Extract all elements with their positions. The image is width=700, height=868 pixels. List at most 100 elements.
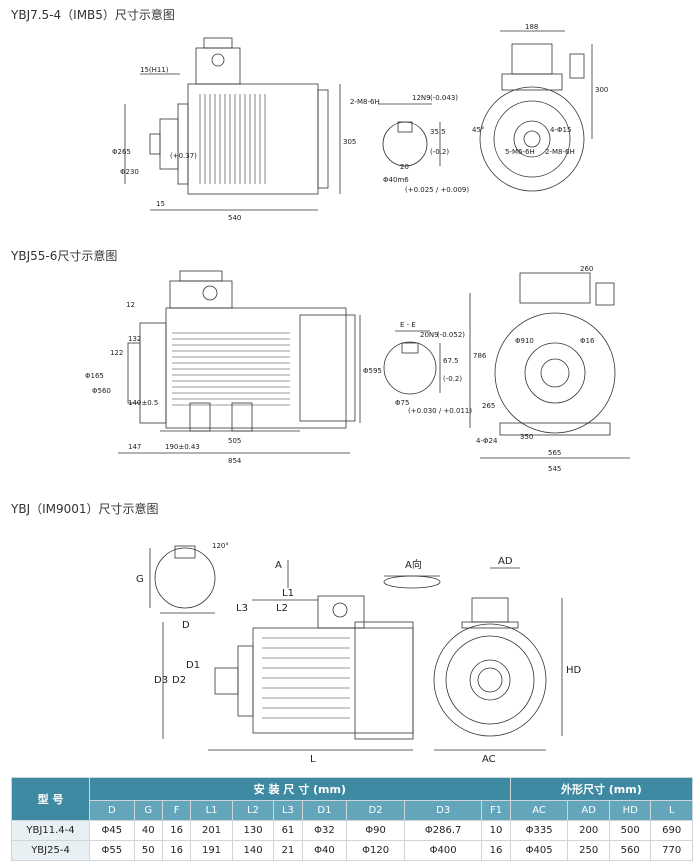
- s2-dim-g: 147: [128, 443, 141, 451]
- dim-thread: 2-M8-6H: [350, 98, 380, 106]
- s2-dim-w2: Φ16: [580, 337, 595, 345]
- s3-dimension-labels: G D 120° A A向 L1 L2 L3 D1 D2 D3 L AD AC …: [136, 542, 582, 765]
- table-cell: 50: [133, 840, 163, 861]
- col-header: F1: [481, 800, 511, 821]
- col-header: F: [161, 800, 192, 821]
- table-cell: 10: [481, 820, 511, 841]
- drawing-im9001: G D 120° A A向 L1 L2 L3 D1 D2 D3 L AD AC …: [136, 542, 582, 765]
- table-cell: Φ286.7: [403, 820, 483, 841]
- table-cell: 560: [608, 840, 652, 861]
- table-cell: 16: [161, 840, 192, 861]
- col-header: L2: [231, 800, 275, 821]
- table-cell: 16: [161, 820, 192, 841]
- dim-shaft-depth-tol: (-0.2): [430, 148, 449, 156]
- s3-dim-D3: D3: [154, 675, 168, 686]
- s2-dim-base-w3: 350: [520, 433, 533, 441]
- table-row: YBJ25-4 Φ55 50 16 191 140 21 Φ40 Φ120 Φ4…: [11, 840, 693, 861]
- dim-height: 305: [343, 138, 356, 146]
- s2-dim-k: Φ595: [363, 367, 382, 375]
- section-title-im9001: YBJ（IM9001）尺寸示意图: [11, 502, 159, 516]
- s2-dimension-labels: 12 132 122 Φ165 Φ560 140±0.5 147 190±0.4…: [85, 265, 595, 473]
- s2-dim-key: 20N9: [420, 331, 439, 339]
- col-header: D: [89, 800, 135, 821]
- col-header: G: [133, 800, 163, 821]
- dim-top-w: 188: [525, 24, 538, 31]
- table-cell: 61: [273, 820, 303, 841]
- s2-dim-a: 12: [126, 301, 135, 309]
- s2-dim-top-w: 260: [580, 265, 593, 273]
- header-install: 安 装 尺 寸 (mm): [89, 777, 511, 801]
- table-cell: Φ120: [346, 840, 405, 861]
- col-header: D3: [403, 800, 483, 821]
- table-cell: 21: [273, 840, 303, 861]
- table-cell: Φ335: [509, 820, 569, 841]
- col-header: D1: [301, 800, 348, 821]
- table-cell: Φ400: [403, 840, 483, 861]
- section-title-ybj55: YBJ55-6尺寸示意图: [11, 249, 118, 263]
- table-cell: 191: [190, 840, 233, 861]
- s2-dim-f: 140±0.5: [128, 399, 158, 407]
- s3-dim-L1: L1: [282, 588, 294, 599]
- dim-holes: 4-Φ15: [550, 126, 571, 134]
- dim-bolt: 5-M6-6H: [505, 148, 535, 156]
- s2-dim-key-tol: (-0.052): [437, 331, 465, 339]
- s3-dim-A: A: [275, 560, 282, 571]
- drawing-ybj7-5: 15(H11) 540 305 Φ265 Φ230 (+0.37) 15 2-M…: [112, 24, 608, 222]
- col-header: AC: [509, 800, 569, 821]
- col-header: D2: [346, 800, 405, 821]
- table-cell: 201: [190, 820, 233, 841]
- table-cell: Φ90: [346, 820, 405, 841]
- table-subheader-row: D G F L1 L2 L3 D1 D2 D3 F1 AC AD HD L: [12, 800, 693, 821]
- s2-dim-h1: 786: [473, 352, 487, 360]
- table-cell: 770: [650, 840, 693, 861]
- table-cell: 500: [608, 820, 652, 841]
- dim-shaft-d-tol: (+0.025 / +0.009): [405, 186, 469, 194]
- section-title-ybj7-5: YBJ7.5-4（IMB5）尺寸示意图: [11, 8, 175, 22]
- dim-key-tol: (-0.043): [430, 94, 458, 102]
- dim-bolt2: 2-M8-6H: [545, 148, 575, 156]
- s3-dim-G: G: [136, 574, 144, 585]
- col-header: AD: [567, 800, 610, 821]
- s3-dim-D2: D2: [172, 675, 186, 686]
- s2-dim-j: 854: [228, 457, 242, 465]
- col-header: L3: [273, 800, 303, 821]
- dim-shaft-depth: 35.5: [430, 128, 446, 136]
- table-cell: 250: [567, 840, 610, 861]
- table-cell: Φ45: [89, 820, 135, 841]
- dim-angle: 45°: [472, 126, 484, 134]
- s3-dim-L3: L3: [236, 603, 248, 614]
- table-cell: Φ40: [301, 840, 348, 861]
- table-cell: Φ55: [89, 840, 135, 861]
- dim-shaft-d: Φ40m6: [383, 176, 409, 184]
- s2-dim-d: Φ165: [85, 372, 104, 380]
- s2-dim-w1: Φ910: [515, 337, 534, 345]
- spec-table: 型 号 安 装 尺 寸 (mm) 外形尺寸 (mm) D G F L1 L2 L…: [11, 777, 694, 861]
- s3-dim-L2: L2: [276, 603, 288, 614]
- dim-shaft-tol: (+0.37): [170, 152, 197, 160]
- dim-spigot: Φ230: [120, 168, 139, 176]
- s2-dim-shaft-tol: (+0.030 / +0.011): [408, 407, 472, 415]
- table-cell: Φ32: [301, 820, 348, 841]
- s2-dim-i: 505: [228, 437, 241, 445]
- s3-dim-HD: HD: [566, 665, 582, 676]
- s3-dim-D: D: [182, 620, 190, 631]
- s2-dim-depth-tol: (-0.2): [443, 375, 462, 383]
- s2-dim-e: Φ560: [92, 387, 111, 395]
- s2-dim-base-w: 565: [548, 449, 561, 457]
- dim-foot: 15: [156, 200, 165, 208]
- s2-dim-b: 132: [128, 335, 141, 343]
- s2-dim-base-w2: 545: [548, 465, 561, 473]
- table-cell: 130: [231, 820, 275, 841]
- s3-dim-AC: AC: [482, 754, 496, 765]
- header-model: 型 号: [11, 777, 90, 821]
- s3-dim-angle: 120°: [212, 542, 229, 550]
- table-cell: 40: [133, 820, 163, 841]
- col-header: L1: [190, 800, 233, 821]
- s3-dim-AD: AD: [498, 556, 513, 567]
- table-cell: 140: [231, 840, 275, 861]
- table-row: YBJ11.4-4 Φ45 40 16 201 130 61 Φ32 Φ90 Φ…: [11, 820, 693, 841]
- row-model: YBJ25-4: [11, 840, 90, 861]
- s3-dim-D1: D1: [186, 660, 200, 671]
- table-header-row: 型 号 安 装 尺 寸 (mm) 外形尺寸 (mm): [11, 777, 694, 821]
- s3-dim-L: L: [310, 754, 316, 765]
